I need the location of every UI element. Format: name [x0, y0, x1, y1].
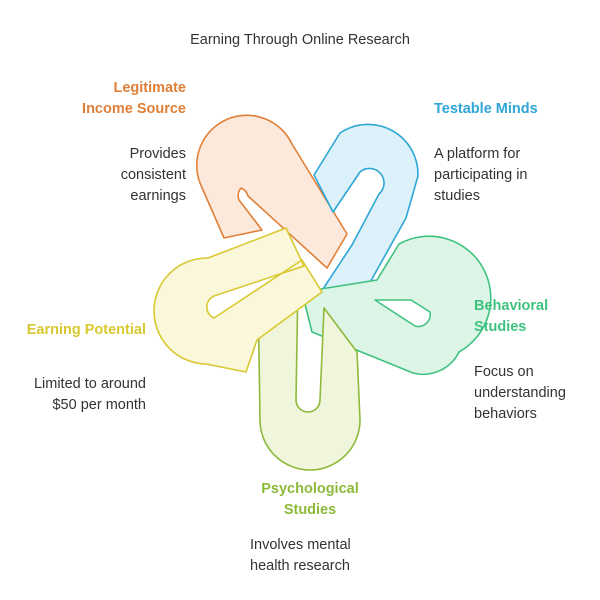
- testable-minds-heading: Testable Minds: [434, 101, 538, 117]
- psychological-studies-heading: Psychological Studies: [261, 481, 359, 518]
- psychological-studies-desc: Involves mental health research: [250, 537, 351, 574]
- testable-minds-desc: A platform for participating in studies: [434, 146, 528, 204]
- legitimate-income-heading: Legitimate Income Source: [82, 80, 186, 117]
- orange-link-icon: [195, 114, 348, 269]
- diagram-title: Earning Through Online Research: [190, 32, 410, 48]
- lime-link-icon: [257, 281, 361, 471]
- yellow-link-icon: [153, 227, 323, 373]
- behavioral-studies-desc: Focus on understanding behaviors: [474, 364, 566, 422]
- earning-potential-heading: Earning Potential: [26, 322, 146, 338]
- earning-potential-desc: Limited to around $50 per month: [33, 376, 146, 413]
- blue-link-icon: [313, 123, 419, 305]
- green-link-icon: [301, 235, 492, 376]
- legitimate-income-desc: Provides consistent earnings: [120, 146, 186, 204]
- behavioral-studies-heading: Behavioral Studies: [474, 298, 549, 335]
